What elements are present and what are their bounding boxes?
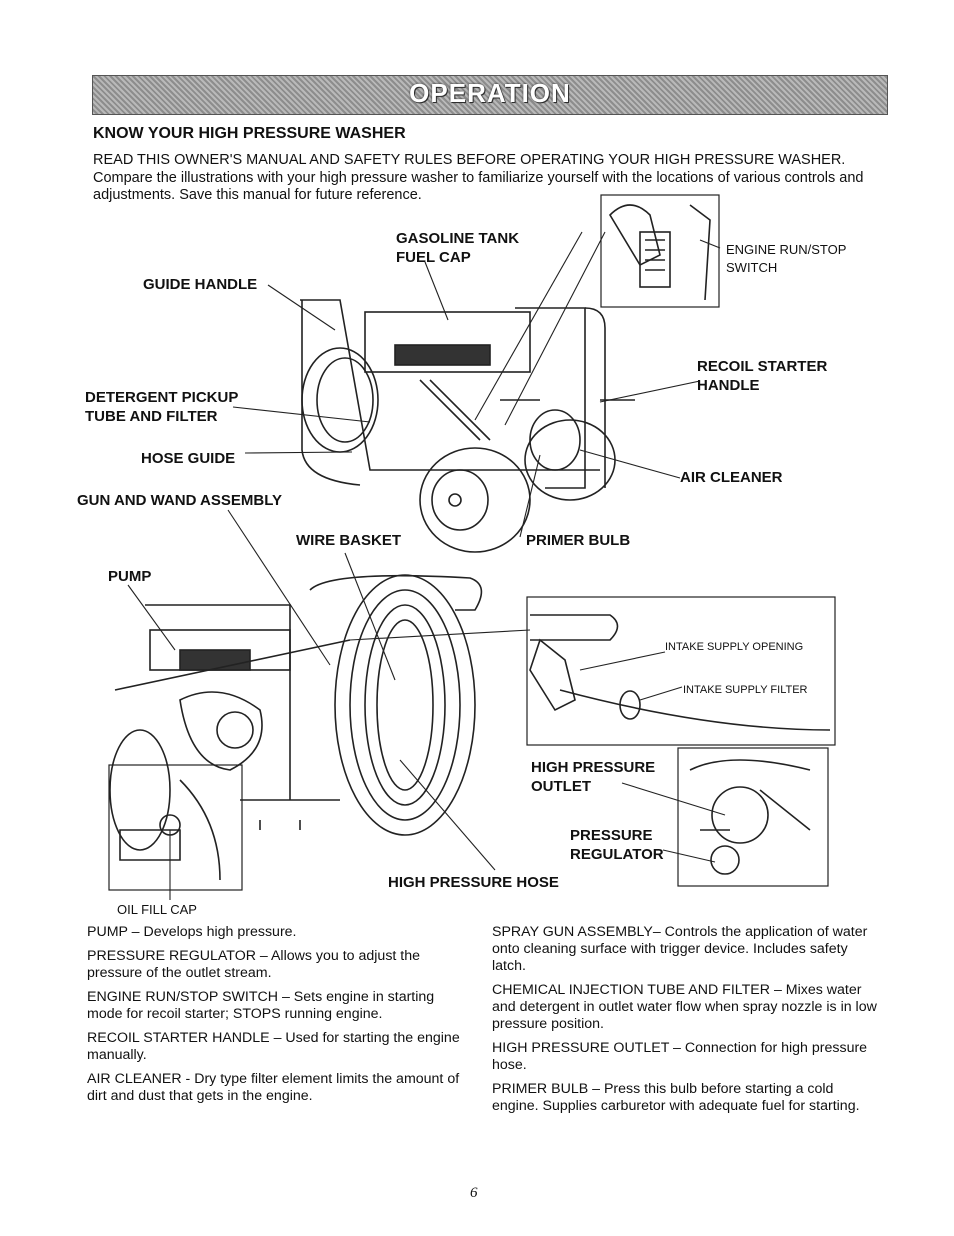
intake-filter-label: INTAKE SUPPLY FILTER — [683, 684, 808, 696]
section-heading: KNOW YOUR HIGH PRESSURE WASHER — [93, 125, 406, 142]
gasoline-tank-label: GASOLINE TANK FUEL CAP — [396, 230, 520, 266]
engine-switch-inset — [600, 194, 720, 308]
intro-text: Compare the illustrations with your high… — [93, 170, 864, 203]
descriptions-left-column: PUMP – Develops high pressure. PRESSURE … — [87, 924, 471, 1112]
guide-handle-label: GUIDE HANDLE — [143, 276, 258, 293]
description-item: RECOIL STARTER HANDLE – Used for startin… — [87, 1030, 460, 1063]
description-item: PRIMER BULB – Press this bulb before sta… — [492, 1081, 860, 1114]
intro-instruction: READ THIS OWNER'S MANUAL AND SAFETY RULE… — [93, 152, 846, 168]
operation-banner: OPERATION — [92, 75, 888, 115]
callout-leader-lines — [127, 231, 726, 900]
pump-label: PUMP — [108, 568, 152, 585]
primer-bulb-label: PRIMER BULB — [526, 532, 631, 549]
pressure-regulator-label: PRESSURE REGULATOR — [570, 827, 664, 863]
intake-inset — [526, 596, 836, 746]
oil-fill-inset — [108, 764, 243, 891]
descriptions-right-column: SPRAY GUN ASSEMBLY– Controls the applica… — [492, 924, 878, 1122]
outlet-inset — [677, 747, 829, 887]
description-item: PUMP – Develops high pressure. — [87, 924, 297, 940]
description-item: AIR CLEANER - Dry type filter element li… — [87, 1071, 460, 1104]
hose-guide-label: HOSE GUIDE — [141, 450, 236, 467]
engine-switch-label: ENGINE RUN/STOP SWITCH — [726, 242, 847, 275]
oil-fill-cap-label: OIL FILL CAP — [117, 902, 197, 917]
page-number: 6 — [470, 1185, 478, 1201]
description-item: HIGH PRESSURE OUTLET – Connection for hi… — [492, 1040, 868, 1073]
description-item: ENGINE RUN/STOP SWITCH – Sets engine in … — [87, 989, 435, 1022]
description-item: SPRAY GUN ASSEMBLY– Controls the applica… — [492, 924, 868, 974]
air-cleaner-label: AIR CLEANER — [680, 469, 783, 486]
lower-washer-drawing — [109, 574, 483, 851]
detergent-pickup-label: DETERGENT PICKUP TUBE AND FILTER — [85, 389, 239, 425]
upper-washer-drawing — [300, 299, 635, 553]
description-item: CHEMICAL INJECTION TUBE AND FILTER – Mix… — [492, 982, 877, 1032]
banner-title: OPERATION — [409, 78, 571, 108]
high-pressure-hose-label: HIGH PRESSURE HOSE — [388, 874, 559, 891]
recoil-starter-label: RECOIL STARTER HANDLE — [697, 358, 828, 394]
high-pressure-outlet-label: HIGH PRESSURE OUTLET — [531, 759, 656, 795]
intake-opening-label: INTAKE SUPPLY OPENING — [665, 641, 804, 653]
description-item: PRESSURE REGULATOR – Allows you to adjus… — [87, 948, 421, 981]
wire-basket-label: WIRE BASKET — [296, 532, 401, 549]
gun-wand-label: GUN AND WAND ASSEMBLY — [77, 492, 283, 509]
